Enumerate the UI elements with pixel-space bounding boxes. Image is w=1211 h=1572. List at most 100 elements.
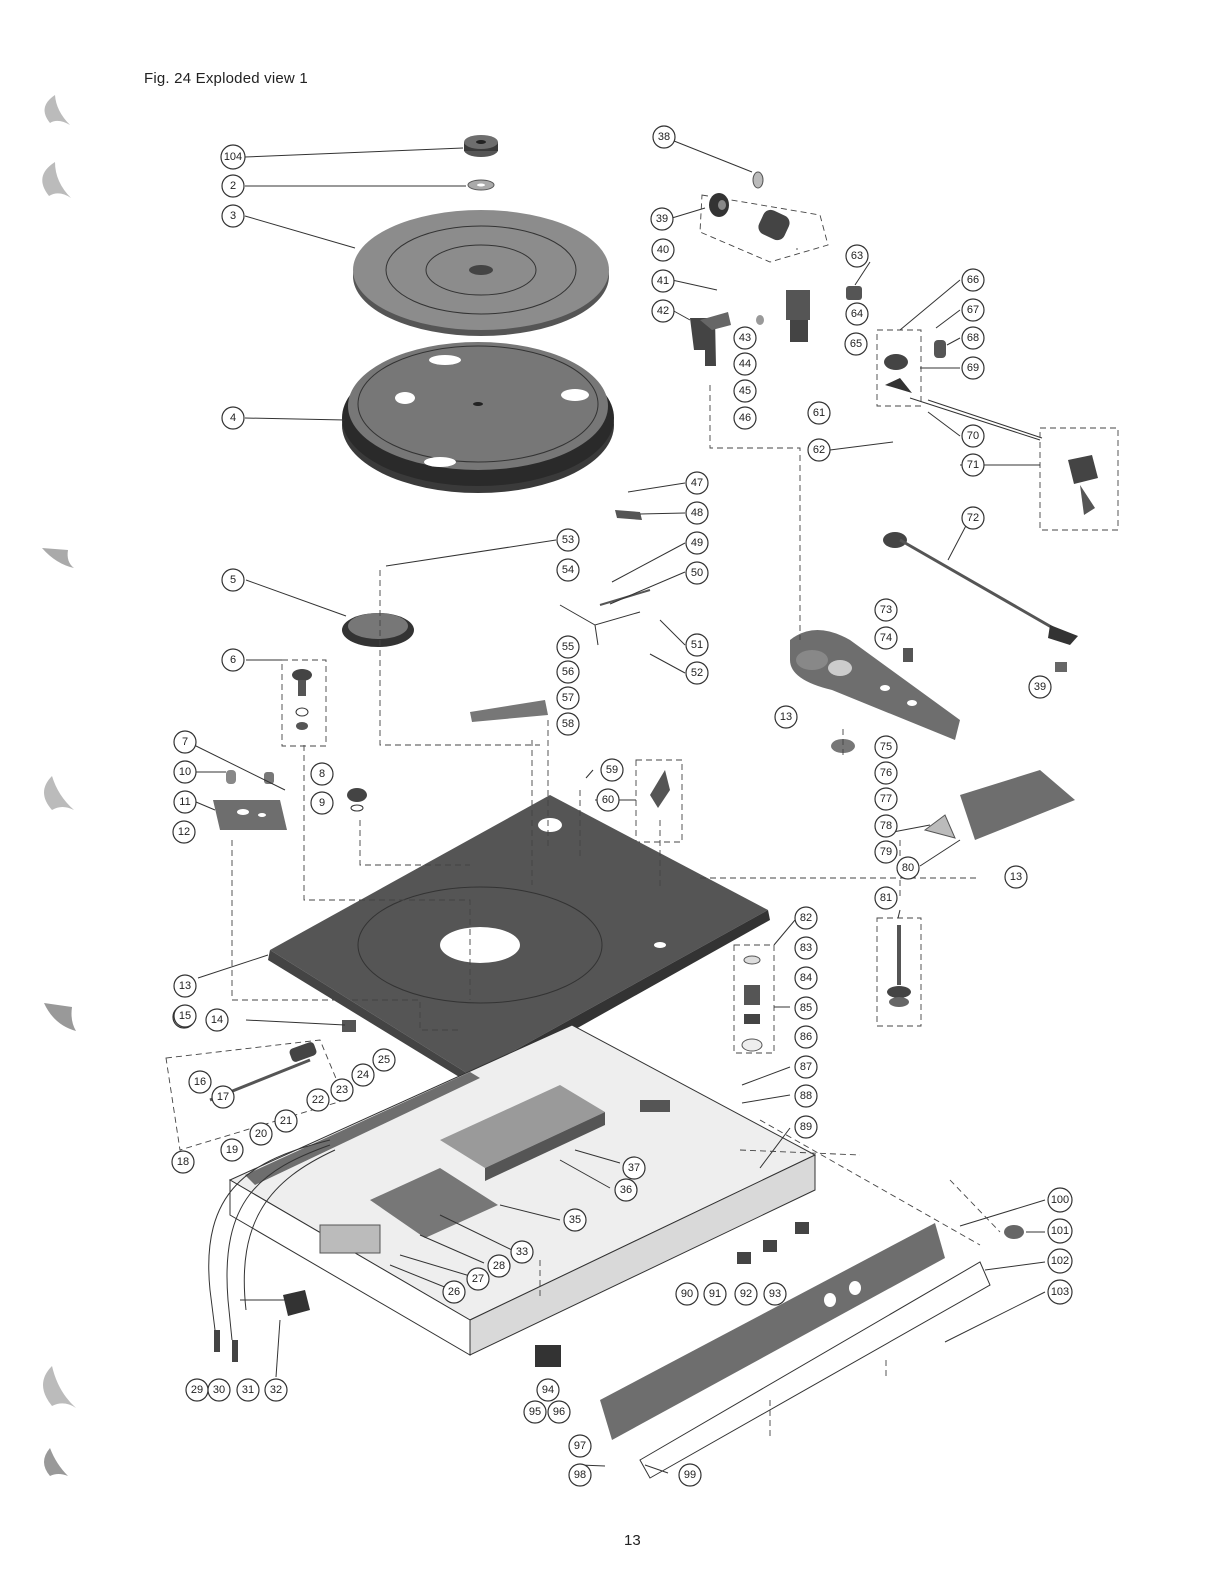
callout-label: 65 xyxy=(850,338,862,350)
callout-label: 59 xyxy=(606,764,618,776)
callout-30: 30 xyxy=(207,1378,231,1402)
callout-8: 8 xyxy=(310,762,334,786)
callout-28: 28 xyxy=(487,1254,511,1278)
callout-64: 64 xyxy=(845,302,869,326)
callout-2: 2 xyxy=(221,174,245,198)
callout-label: 39 xyxy=(656,213,668,225)
callout-label: 21 xyxy=(280,1115,292,1127)
callout-label: 57 xyxy=(562,692,574,704)
callout-label: 9 xyxy=(319,797,325,809)
callout-label: 78 xyxy=(880,820,892,832)
callout-84: 84 xyxy=(794,966,818,990)
callout-42: 42 xyxy=(651,299,675,323)
callout-label: 82 xyxy=(800,912,812,924)
callout-label: 13 xyxy=(780,711,792,723)
turntable-platter-part xyxy=(342,342,614,493)
callout-41: 41 xyxy=(651,269,675,293)
callout-label: 6 xyxy=(230,654,236,666)
callout-label: 24 xyxy=(357,1069,369,1081)
callout-label: 7 xyxy=(182,736,188,748)
callout-label: 25 xyxy=(378,1054,390,1066)
callout-label: 26 xyxy=(448,1286,460,1298)
callout-label: 74 xyxy=(880,632,892,644)
callout-52: 52 xyxy=(685,661,709,685)
arm-lift-part xyxy=(876,329,1043,441)
callout-51: 51 xyxy=(685,633,709,657)
callout-7: 7 xyxy=(173,730,197,754)
headshell-part xyxy=(1039,427,1119,531)
callout-4: 4 xyxy=(221,406,245,430)
callout-label: 13 xyxy=(1010,871,1022,883)
callout-71: 71 xyxy=(961,453,985,477)
callout-57: 57 xyxy=(556,686,580,710)
motor-assembly-part xyxy=(281,659,327,747)
callout-72: 72 xyxy=(961,506,985,530)
callout-96: 96 xyxy=(547,1400,571,1424)
callout-36: 36 xyxy=(614,1178,638,1202)
callout-104: 104 xyxy=(220,144,246,170)
callout-label: 32 xyxy=(270,1384,282,1396)
callout-label: 28 xyxy=(493,1260,505,1272)
callout-label: 96 xyxy=(553,1406,565,1418)
callout-label: 89 xyxy=(800,1121,812,1133)
callout-5: 5 xyxy=(221,568,245,592)
callout-label: 50 xyxy=(691,567,703,579)
callout-label: 94 xyxy=(542,1384,554,1396)
callout-68: 68 xyxy=(961,326,985,350)
callout-label: 17 xyxy=(217,1091,229,1103)
callout-label: 99 xyxy=(684,1469,696,1481)
callout-6: 6 xyxy=(221,648,245,672)
gear-part xyxy=(342,613,414,647)
callout-40: 40 xyxy=(651,238,675,262)
callout-label: 79 xyxy=(880,846,892,858)
callout-53: 53 xyxy=(556,528,580,552)
callout-50: 50 xyxy=(685,561,709,585)
callout-19: 19 xyxy=(220,1138,244,1162)
callout-98: 98 xyxy=(568,1463,592,1487)
callout-83: 83 xyxy=(794,936,818,960)
callout-label: 18 xyxy=(177,1156,189,1168)
callout-label: 12 xyxy=(178,826,190,838)
callout-29: 29 xyxy=(185,1378,209,1402)
callout-label: 58 xyxy=(562,718,574,730)
callout-label: 4 xyxy=(230,412,236,424)
callout-label: 76 xyxy=(880,767,892,779)
callout-89: 89 xyxy=(794,1115,818,1139)
callout-label: 80 xyxy=(902,862,914,874)
callout-99: 99 xyxy=(678,1463,702,1487)
callout-76: 76 xyxy=(874,761,898,785)
callout-22: 22 xyxy=(306,1088,330,1112)
callout-58: 58 xyxy=(556,712,580,736)
callout-label: 3 xyxy=(230,210,236,222)
callout-label: 38 xyxy=(658,131,670,143)
callout-label: 11 xyxy=(179,796,190,808)
callout-label: 27 xyxy=(472,1273,484,1285)
callout-label: 15 xyxy=(179,1010,191,1022)
callout-95: 95 xyxy=(523,1400,547,1424)
callout-label: 56 xyxy=(562,666,574,678)
top-plate-part xyxy=(268,795,770,1086)
callout-26: 26 xyxy=(442,1280,466,1304)
callout-61: 61 xyxy=(807,401,831,425)
callout-label: 100 xyxy=(1051,1194,1069,1206)
callout-label: 20 xyxy=(255,1128,267,1140)
callout-88: 88 xyxy=(794,1084,818,1108)
callout-25: 25 xyxy=(372,1048,396,1072)
callout-label: 90 xyxy=(681,1288,693,1300)
callout-79: 79 xyxy=(874,840,898,864)
callout-label: 62 xyxy=(813,444,825,456)
callout-87: 87 xyxy=(794,1055,818,1079)
callout-59: 59 xyxy=(600,758,624,782)
callout-label: 45 xyxy=(739,385,751,397)
callout-group: 1234567891011121313131314151617181920212… xyxy=(171,125,1073,1487)
callout-9: 9 xyxy=(310,791,334,815)
callout-label: 87 xyxy=(800,1061,812,1073)
callout-label: 43 xyxy=(739,332,751,344)
callout-label: 49 xyxy=(691,537,703,549)
callout-label: 46 xyxy=(739,412,751,424)
damper-part xyxy=(876,917,922,1027)
callout-label: 77 xyxy=(880,793,892,805)
callout-43: 43 xyxy=(733,326,757,350)
callout-100: 100 xyxy=(1047,1187,1073,1213)
callout-85: 85 xyxy=(794,996,818,1020)
